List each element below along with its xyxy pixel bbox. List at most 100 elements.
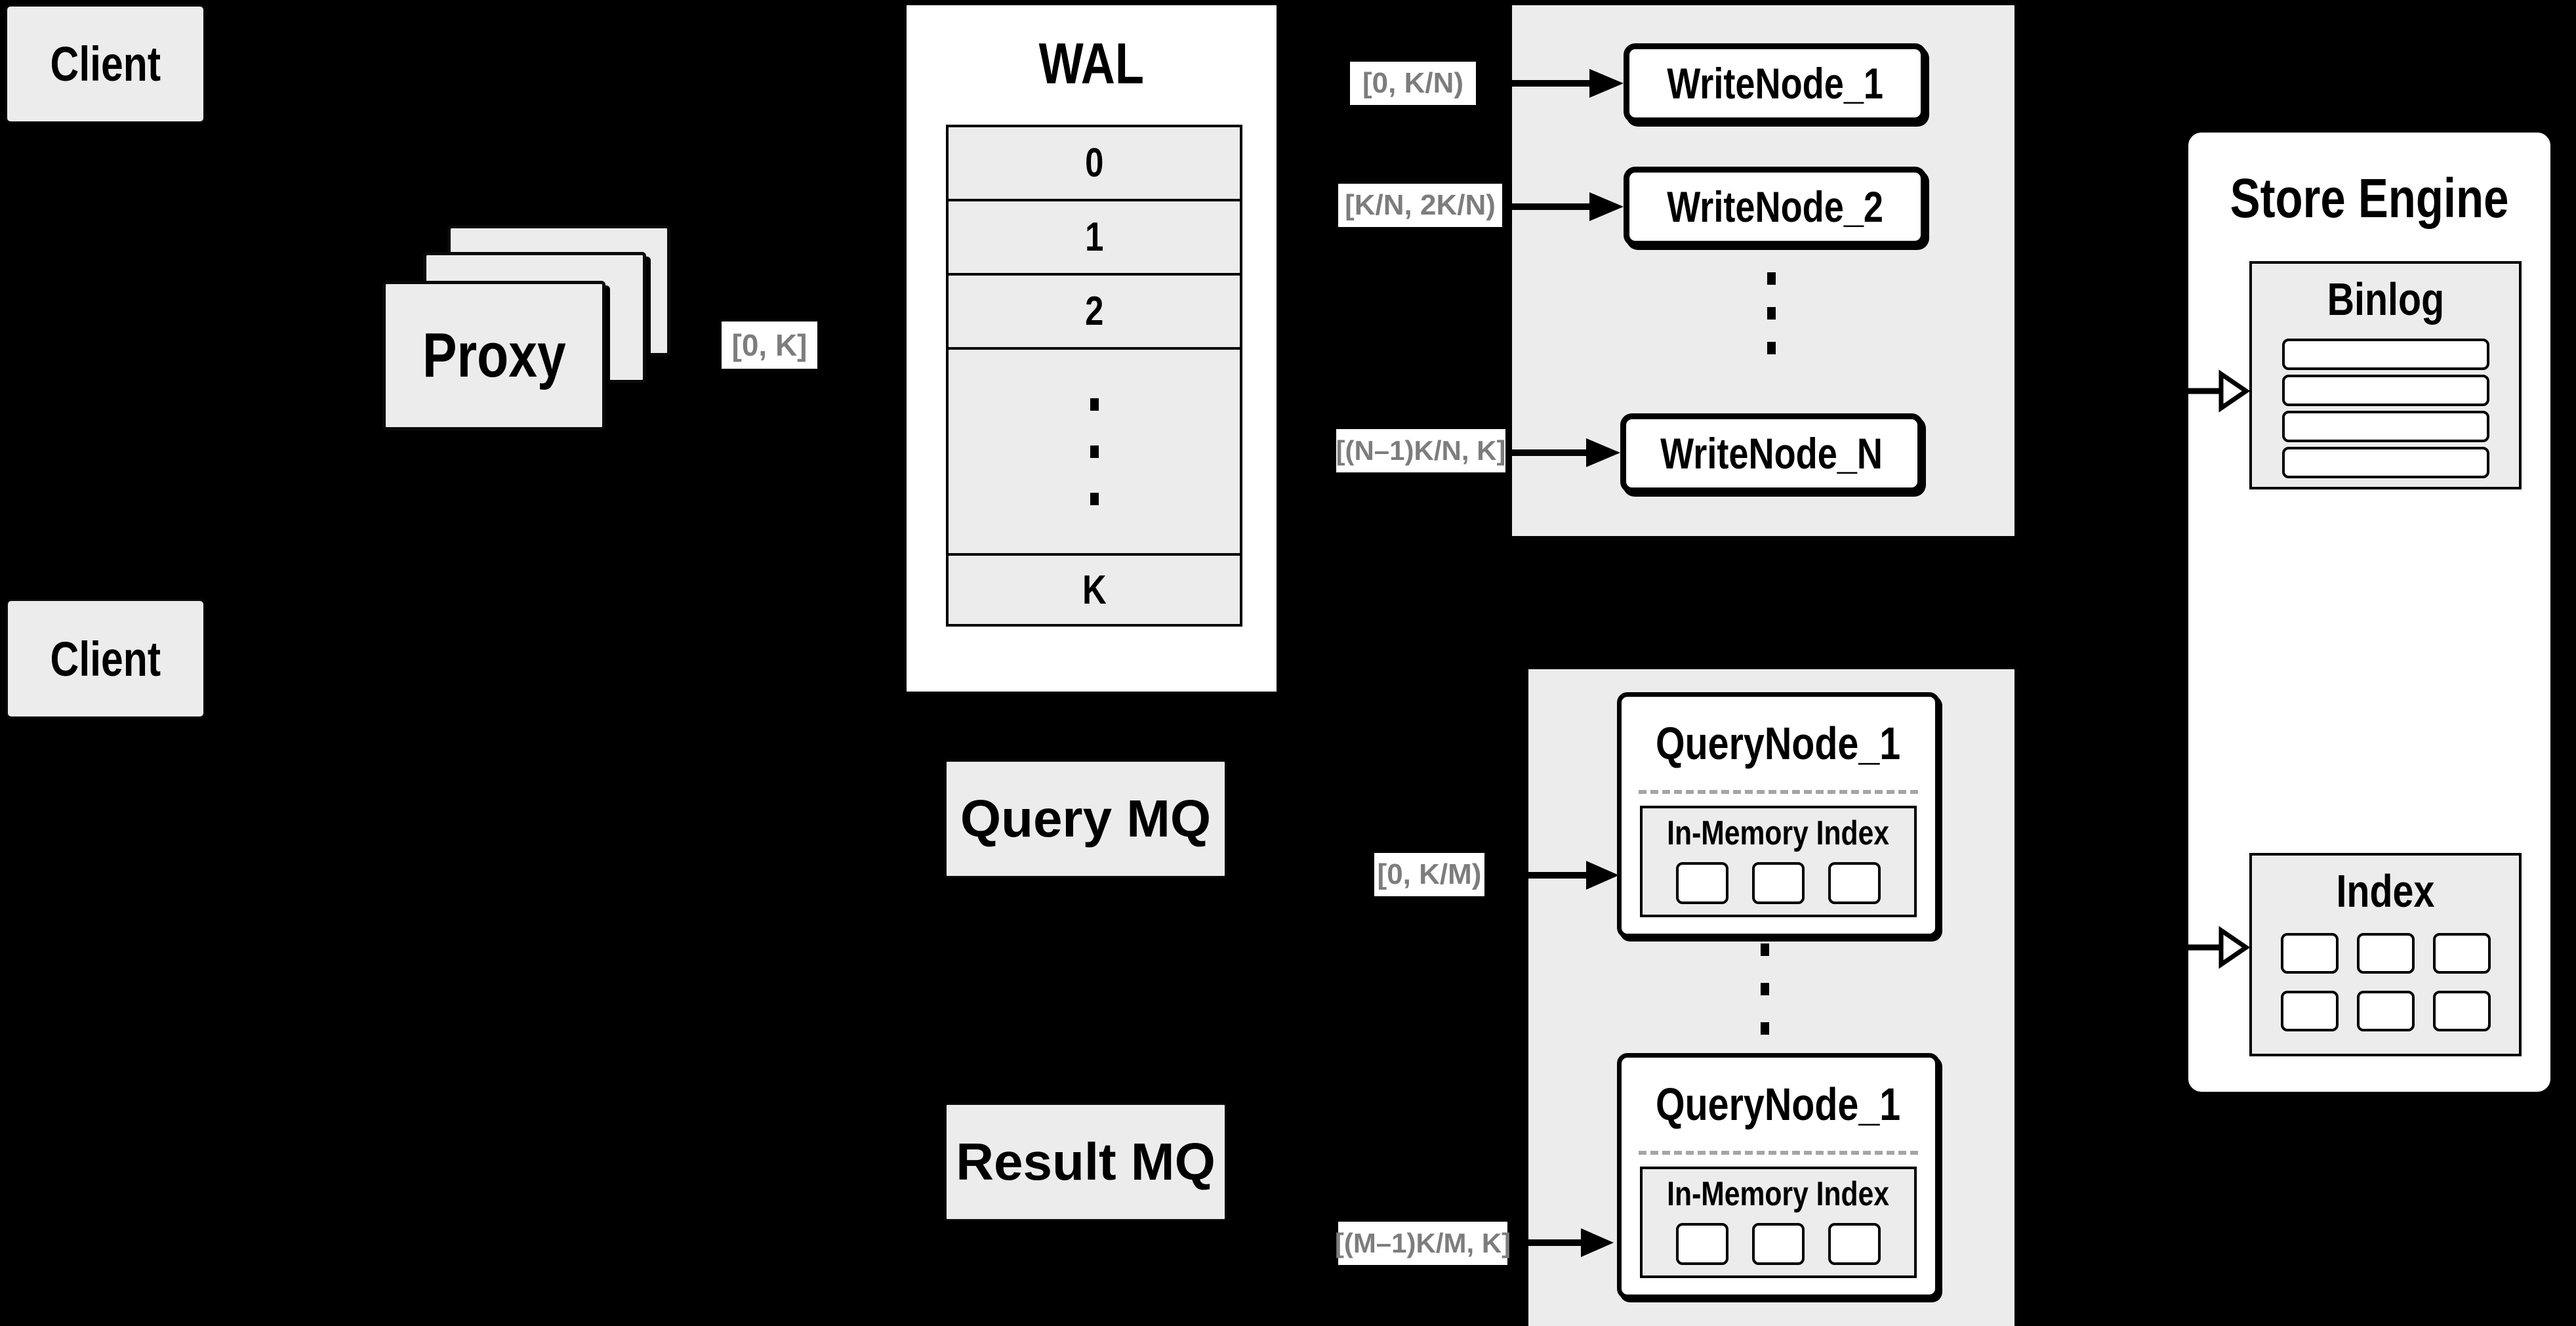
segment-cell xyxy=(1676,1223,1728,1265)
ellipsis-dot xyxy=(1761,943,1769,956)
store-engine-title-text: Store Engine xyxy=(2230,167,2509,229)
binlog-box: Binlog xyxy=(2249,261,2522,489)
proxy-range-text: [0, K] xyxy=(731,328,808,362)
wal-row-text: 1 xyxy=(1084,215,1104,260)
querynode-bottom-box: QueryNode_1 In-Memory Index xyxy=(1617,1053,1940,1299)
querynode-title: QueryNode_1 xyxy=(1622,1058,1935,1151)
arrow-to-binlog xyxy=(2187,369,2249,413)
wal-row-ellipsis xyxy=(946,347,1242,556)
range-text: [(N–1)K/N, K] xyxy=(1336,435,1506,466)
writenode-1-label: WriteNode_1 xyxy=(1667,59,1883,108)
segment-row xyxy=(1676,1223,1881,1265)
binlog-segment xyxy=(2281,447,2489,478)
writenode-2-box: WriteNode_2 xyxy=(1624,167,1927,247)
index-title-text: Index xyxy=(2336,865,2435,917)
query-mq-label: Query MQ xyxy=(960,789,1212,848)
index-segment xyxy=(2356,991,2415,1031)
ellipsis-dots xyxy=(1767,272,1776,354)
result-mq-box: Result MQ xyxy=(945,1103,1227,1221)
range-text: [0, K/N) xyxy=(1362,67,1463,99)
wal-row-text: 0 xyxy=(1084,140,1104,186)
binlog-rows xyxy=(2281,339,2489,478)
query-mq-box: Query MQ xyxy=(945,760,1227,878)
wal-row: 2 xyxy=(946,273,1242,350)
binlog-title-text: Binlog xyxy=(2327,274,2444,325)
wal-table: 0 1 2 K xyxy=(946,125,1242,627)
querynode-title: QueryNode_1 xyxy=(1622,697,1935,790)
dashed-divider xyxy=(1639,1151,1918,1155)
ellipsis-dot xyxy=(1767,342,1776,354)
client-box-bottom: Client xyxy=(6,599,205,718)
store-engine-box: Store Engine Binlog Index xyxy=(2186,130,2553,1094)
arrow-to-querynode-top xyxy=(1528,861,1619,890)
wal-row: 0 xyxy=(946,125,1242,201)
writenode-2-label: WriteNode_2 xyxy=(1667,182,1883,231)
arrow-to-writenode-n xyxy=(1509,438,1620,467)
querynode-bottom-range-label: [(M–1)K/M, K] xyxy=(1335,1222,1511,1265)
range-text: [0, K/M) xyxy=(1377,858,1482,890)
client-box-top: Client xyxy=(5,5,205,123)
arrow-to-index xyxy=(2187,926,2249,969)
index-title: Index xyxy=(2325,865,2445,917)
in-memory-index-box: In-Memory Index xyxy=(1640,1167,1917,1278)
wal-title: WAL xyxy=(907,30,1277,97)
writenode-2-range-label: [K/N, 2K/N) xyxy=(1338,184,1502,227)
index-grid xyxy=(2280,933,2491,1031)
querynode-title-text: QueryNode_1 xyxy=(1656,1079,1901,1130)
writenode-1-range-label: [0, K/N) xyxy=(1350,62,1476,105)
ellipsis-dot xyxy=(1761,1022,1769,1035)
proxy-range-label: [0, K] xyxy=(722,321,817,369)
segment-cell xyxy=(1676,862,1728,904)
in-memory-index-title: In-Memory Index xyxy=(1643,1174,1913,1214)
index-segment xyxy=(2356,933,2415,974)
wal-row-text: 2 xyxy=(1084,289,1104,334)
wal-box: WAL 0 1 2 K xyxy=(904,3,1279,694)
binlog-title: Binlog xyxy=(2314,273,2457,325)
ellipsis-dot xyxy=(1767,272,1776,285)
segment-cell xyxy=(1828,862,1881,904)
querynode-top-range-label: [0, K/M) xyxy=(1374,853,1484,896)
proxy-card-front: Proxy xyxy=(382,281,605,430)
binlog-segment xyxy=(2281,411,2489,442)
index-segment xyxy=(2280,933,2339,974)
range-text: [K/N, 2K/N) xyxy=(1345,189,1496,221)
arrow-to-querynode-bottom xyxy=(1528,1228,1614,1257)
ellipsis-dots xyxy=(1090,398,1099,505)
arrow-to-writenode-2 xyxy=(1512,192,1624,221)
segment-row xyxy=(1676,862,1881,904)
wal-title-text: WAL xyxy=(1038,31,1145,96)
querynode-title-text: QueryNode_1 xyxy=(1656,718,1901,769)
ellipsis-dot xyxy=(1090,398,1099,411)
arrow-to-writenode-1 xyxy=(1512,69,1624,98)
binlog-segment xyxy=(2281,339,2489,370)
ellipsis-dot xyxy=(1767,307,1776,320)
writenode-n-label: WriteNode_N xyxy=(1660,429,1883,478)
ellipsis-dot xyxy=(1761,983,1769,995)
ellipsis-dot xyxy=(1090,492,1099,505)
segment-cell xyxy=(1752,862,1805,904)
client-label: Client xyxy=(50,631,161,686)
ellipsis-dots xyxy=(1761,943,1769,1035)
index-box: Index xyxy=(2249,853,2522,1056)
writenode-n-range-label: [(N–1)K/N, K] xyxy=(1336,429,1506,472)
wal-row-text: K xyxy=(1082,567,1107,613)
querynode-top-box: QueryNode_1 In-Memory Index xyxy=(1617,692,1940,938)
wal-row: K xyxy=(946,553,1242,627)
segment-cell xyxy=(1752,1223,1805,1265)
in-memory-index-title: In-Memory Index xyxy=(1643,814,1913,853)
index-segment xyxy=(2432,991,2491,1031)
writenode-1-box: WriteNode_1 xyxy=(1624,43,1927,123)
binlog-segment xyxy=(2281,375,2489,406)
index-segment xyxy=(2280,991,2339,1031)
index-segment xyxy=(2432,933,2491,974)
wal-row: 1 xyxy=(946,199,1242,276)
in-memory-index-box: In-Memory Index xyxy=(1640,806,1917,917)
ellipsis-dot xyxy=(1090,445,1099,458)
client-label: Client xyxy=(50,37,161,91)
in-memory-index-text: In-Memory Index xyxy=(1667,1175,1890,1213)
range-text: [(M–1)K/M, K] xyxy=(1334,1228,1511,1258)
segment-cell xyxy=(1828,1223,1881,1265)
dashed-divider xyxy=(1639,790,1918,794)
store-engine-title: Store Engine xyxy=(2188,167,2550,230)
